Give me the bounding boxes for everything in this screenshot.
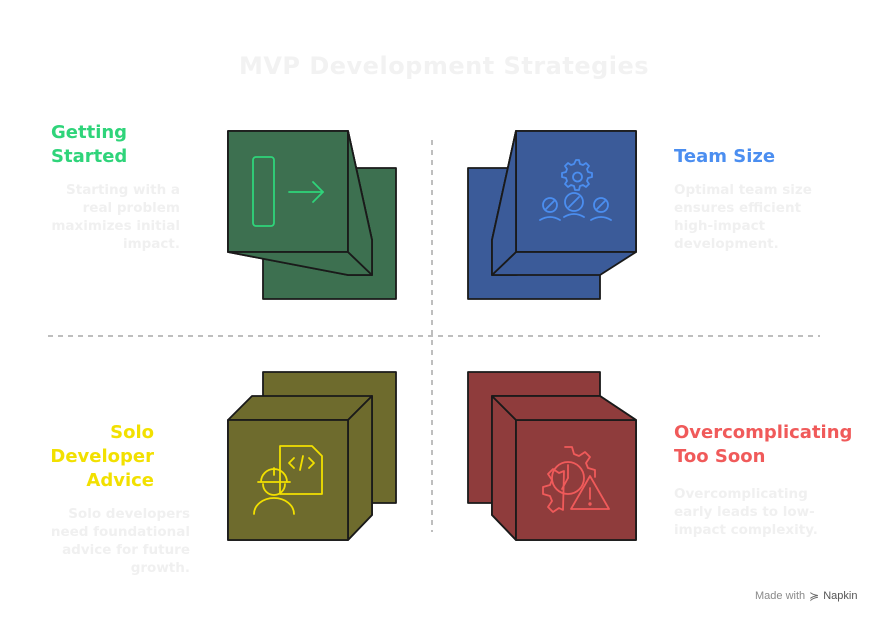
solo-developer-description: Solo developers need foundational advice… — [50, 506, 190, 576]
overcomplicating-block — [467, 371, 637, 541]
overcomplicating-heading: Overcomplicating Too Soon — [674, 422, 853, 467]
made-with-label: Made with — [755, 590, 806, 602]
gear-warning-icon — [542, 446, 610, 513]
getting-started-heading: Getting Started — [51, 122, 128, 167]
overcomplicating-description: Overcomplicating early leads to low- imp… — [674, 486, 818, 538]
developer-code-icon — [253, 445, 323, 515]
team-size-heading: Team Size — [674, 146, 776, 167]
made-with-napkin-badge[interactable]: Made with ≽ Napkin — [755, 589, 857, 603]
getting-started-description: Starting with a real problem maximizes i… — [51, 182, 180, 252]
napkin-brand-label: Napkin — [823, 590, 858, 602]
diagram-title: MVP Development Strategies — [238, 52, 650, 80]
enter-icon — [252, 156, 324, 227]
getting-started-block — [227, 130, 397, 300]
napkin-logo-icon: ≽ — [809, 589, 820, 603]
team-gear-icon — [539, 159, 612, 221]
team-size-description: Optimal team size ensures efficient high… — [674, 182, 812, 252]
team-size-block — [467, 130, 637, 300]
solo-developer-heading: Solo Developer Advice — [50, 422, 154, 491]
solo-developer-block — [227, 371, 397, 541]
